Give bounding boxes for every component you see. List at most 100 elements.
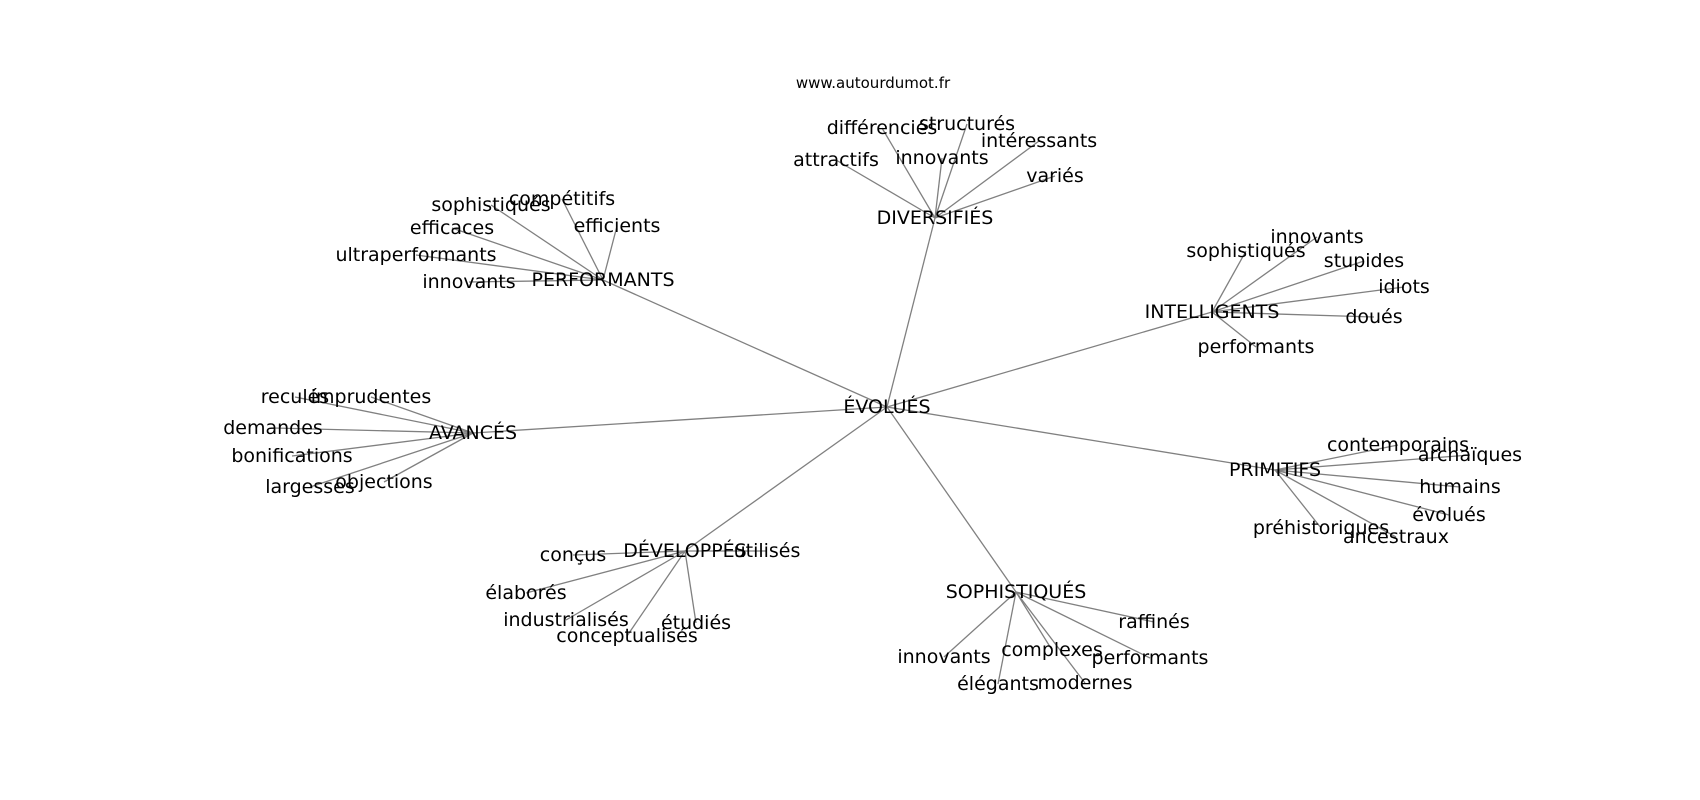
leaf-node[interactable]: innovants (895, 147, 988, 169)
leaf-node[interactable]: intéressants (981, 130, 1097, 152)
leaf-node[interactable]: largesses (265, 476, 355, 498)
edge-group-to-leaf (272, 427, 474, 434)
edge-root-to-group (684, 406, 888, 552)
edge-root-to-group (602, 279, 888, 408)
edge-group-to-leaf (1211, 250, 1247, 313)
group-node[interactable]: DÉVELOPPÉS (623, 539, 746, 562)
edge-group-to-leaf (934, 140, 1040, 219)
edge-group-to-leaf (1274, 469, 1461, 488)
edge-group-to-leaf (626, 550, 686, 637)
edge-root-to-group (886, 311, 1213, 408)
edge-group-to-leaf (934, 175, 1056, 219)
leaf-node[interactable]: stupides (1324, 250, 1404, 272)
leaf-node[interactable]: structurés (919, 113, 1015, 135)
leaf-node[interactable]: élaborés (485, 582, 566, 604)
leaf-node[interactable]: innovants (897, 646, 990, 668)
edges-layer (272, 123, 1471, 685)
edge-root-to-group (886, 406, 1017, 593)
edge-group-to-leaf (934, 123, 968, 219)
edge-group-to-leaf (294, 396, 474, 434)
leaf-node[interactable]: modernes (1038, 672, 1133, 694)
leaf-node[interactable]: idiots (1378, 276, 1430, 298)
labels-layer: ÉVOLUÉS DIVERSIFIÉS différenciésstructurés… (223, 113, 1522, 695)
leaf-node[interactable]: variés (1026, 165, 1084, 187)
leaf-node[interactable]: évolués (1412, 504, 1485, 526)
leaf-node[interactable]: innovants (422, 271, 515, 293)
edge-root-to-group (886, 406, 1276, 471)
edge-group-to-leaf (1015, 591, 1151, 659)
leaf-node[interactable]: performants (1198, 336, 1315, 358)
edge-group-to-leaf (561, 198, 604, 281)
leaf-node[interactable]: humains (1419, 476, 1500, 498)
leaf-node[interactable]: ultraperformants (335, 244, 496, 266)
root-node[interactable]: ÉVOLUÉS (843, 395, 930, 418)
edge-group-to-leaf (1211, 311, 1257, 348)
edge-group-to-leaf (468, 279, 604, 283)
leaf-node[interactable]: efficaces (410, 217, 494, 239)
leaf-node[interactable]: conceptualisés (556, 625, 698, 647)
leaf-node[interactable]: imprudentes (311, 386, 432, 408)
leaf-node[interactable]: performants (1092, 647, 1209, 669)
edge-group-to-leaf (451, 227, 604, 281)
leaf-node[interactable]: sophistiqués (431, 194, 550, 216)
leaf-node[interactable]: préhistoriques (1253, 517, 1389, 539)
leaf-node[interactable]: archaïques (1418, 444, 1522, 466)
edge-group-to-leaf (997, 591, 1017, 685)
edge-group-to-leaf (602, 225, 618, 281)
edge-group-to-leaf (1015, 591, 1086, 684)
edge-group-to-leaf (835, 159, 936, 219)
leaf-node[interactable]: différenciés (827, 117, 938, 139)
edge-group-to-leaf (383, 432, 474, 483)
edge-group-to-leaf (1211, 236, 1318, 313)
edge-group-to-leaf (1274, 469, 1322, 529)
edge-group-to-leaf (1274, 444, 1399, 471)
leaf-node[interactable]: raffinés (1118, 611, 1189, 633)
edge-group-to-leaf (1274, 469, 1450, 516)
group-node[interactable]: PRIMITIFS (1229, 459, 1321, 481)
edge-group-to-leaf (415, 254, 604, 281)
leaf-node[interactable]: objections (335, 471, 432, 493)
edge-group-to-leaf (565, 550, 686, 621)
edge-group-to-leaf (309, 432, 474, 488)
leaf-node[interactable]: ancestraux (1343, 526, 1449, 548)
edge-root-to-group (472, 406, 888, 434)
group-node[interactable]: DIVERSIFIÉS (877, 206, 994, 229)
group-node[interactable]: SOPHISTIQUÉS (946, 580, 1087, 603)
leaf-node[interactable]: complexes (1001, 639, 1103, 661)
edge-group-to-leaf (370, 396, 474, 434)
source-label[interactable]: www.autourdumot.fr (796, 74, 951, 92)
leaf-node[interactable]: compétitifs (509, 188, 615, 210)
edge-group-to-leaf (1274, 454, 1471, 471)
leaf-node[interactable]: doués (1345, 306, 1402, 328)
edge-group-to-leaf (943, 591, 1017, 658)
edge-group-to-leaf (525, 550, 686, 594)
group-node[interactable]: AVANCÉS (429, 421, 517, 444)
group-node[interactable]: PERFORMANTS (531, 269, 674, 291)
leaf-node[interactable]: sophistiqués (1186, 240, 1305, 262)
leaf-node[interactable]: innovants (1270, 226, 1363, 248)
edge-group-to-leaf (934, 157, 943, 219)
edge-group-to-leaf (1211, 260, 1365, 313)
edge-group-to-leaf (881, 127, 936, 219)
leaf-node[interactable]: contemporains (1327, 434, 1469, 456)
edge-root-to-group (886, 217, 936, 408)
edge-group-to-leaf (1015, 591, 1053, 651)
leaf-node[interactable]: utilisés (734, 540, 801, 562)
edge-group-to-leaf (572, 550, 686, 556)
group-node[interactable]: INTELLIGENTS (1145, 301, 1280, 323)
leaf-node[interactable]: conçus (540, 544, 607, 566)
leaf-node[interactable]: étudiés (661, 612, 731, 634)
leaf-node[interactable]: demandes (223, 417, 323, 439)
edge-group-to-leaf (490, 204, 604, 281)
edge-group-to-leaf (1274, 469, 1397, 538)
edge-group-to-leaf (1211, 286, 1405, 313)
leaf-node[interactable]: industrialisés (503, 609, 629, 631)
edge-group-to-leaf (684, 550, 697, 624)
leaf-node[interactable]: attractifs (793, 149, 879, 171)
edge-group-to-leaf (291, 432, 474, 457)
leaf-node[interactable]: élégants (957, 673, 1039, 695)
leaf-node[interactable]: efficients (574, 215, 661, 237)
leaf-node[interactable]: reculés (261, 386, 329, 408)
leaf-node[interactable]: bonifications (231, 445, 352, 467)
